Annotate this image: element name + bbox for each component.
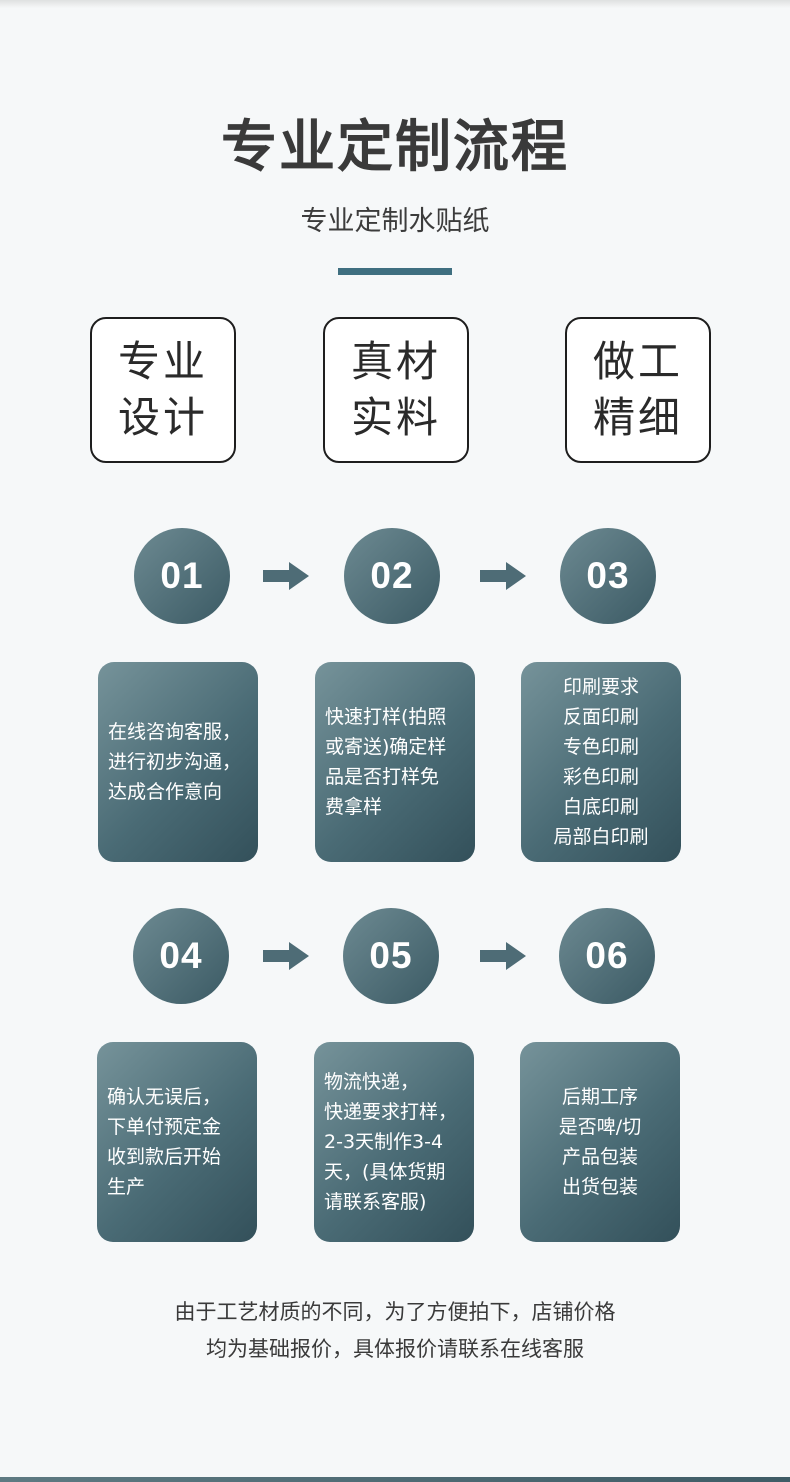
step-card-05: 物流快递， 快递要求打样， 2-3天制作3-4 天，(具体货期 请联系客服) — [314, 1042, 474, 1242]
step-number-circle-01: 01 — [134, 528, 230, 624]
page-title: 专业定制流程 — [221, 115, 569, 180]
step-card-06: 后期工序 是否啤/切 产品包装 出货包装 — [520, 1042, 680, 1242]
step-card-text: 在线咨询客服， 进行初步沟通， 达成合作意向 — [108, 721, 242, 803]
page-subtitle: 专业定制水贴纸 — [300, 206, 490, 237]
feature-label-line1: 专业 — [117, 337, 208, 386]
pricing-note-line1: 由于工艺材质的不同，为了方便拍下，店铺价格 — [174, 1300, 616, 1324]
step-card-text: 后期工序 是否啤/切 产品包装 出货包装 — [558, 1086, 642, 1198]
feature-label-line2: 精细 — [592, 393, 683, 442]
step-card-01: 在线咨询客服， 进行初步沟通， 达成合作意向 — [98, 662, 258, 862]
step-number-circle-04: 04 — [133, 908, 229, 1004]
arrow-right-icon — [480, 562, 526, 590]
step-card-03: 印刷要求 反面印刷 专色印刷 彩色印刷 白底印刷 局部白印刷 — [521, 662, 681, 862]
arrow-right-icon — [263, 942, 309, 970]
pricing-note-line2: 均为基础报价，具体报价请联系在线客服 — [206, 1337, 584, 1361]
top-shadow — [0, 0, 790, 8]
step-card-text: 确认无误后， 下单付预定金 收到款后开始 生产 — [107, 1086, 222, 1198]
arrow-right-icon — [263, 562, 309, 590]
step-card-text: 物流快递， 快递要求打样， 2-3天制作3-4 天，(具体货期 请联系客服) — [324, 1071, 458, 1213]
feature-box-design: 专业 设计 — [90, 317, 236, 463]
step-number-circle-02: 02 — [344, 528, 440, 624]
feature-box-craft: 做工 精细 — [565, 317, 711, 463]
title-accent-line — [338, 268, 452, 275]
feature-box-material: 真材 实料 — [323, 317, 469, 463]
step-number-circle-05: 05 — [343, 908, 439, 1004]
bottom-accent-bar — [0, 1477, 790, 1482]
pricing-note: 由于工艺材质的不同，为了方便拍下，店铺价格 均为基础报价，具体报价请联系在线客服 — [0, 1294, 790, 1368]
step-number-circle-06: 06 — [559, 908, 655, 1004]
step-card-02: 快速打样(拍照 或寄送)确定样 品是否打样免 费拿样 — [315, 662, 475, 862]
arrow-right-icon — [480, 942, 526, 970]
feature-label-line1: 真材 — [350, 337, 441, 386]
step-number-circle-03: 03 — [560, 528, 656, 624]
feature-label-line2: 实料 — [350, 393, 441, 442]
step-card-text: 印刷要求 反面印刷 专色印刷 彩色印刷 白底印刷 局部白印刷 — [553, 676, 649, 848]
step-card-04: 确认无误后， 下单付预定金 收到款后开始 生产 — [97, 1042, 257, 1242]
feature-label-line1: 做工 — [592, 337, 683, 386]
step-card-text: 快速打样(拍照 或寄送)确定样 品是否打样免 费拿样 — [325, 706, 447, 818]
feature-label-line2: 设计 — [117, 393, 208, 442]
